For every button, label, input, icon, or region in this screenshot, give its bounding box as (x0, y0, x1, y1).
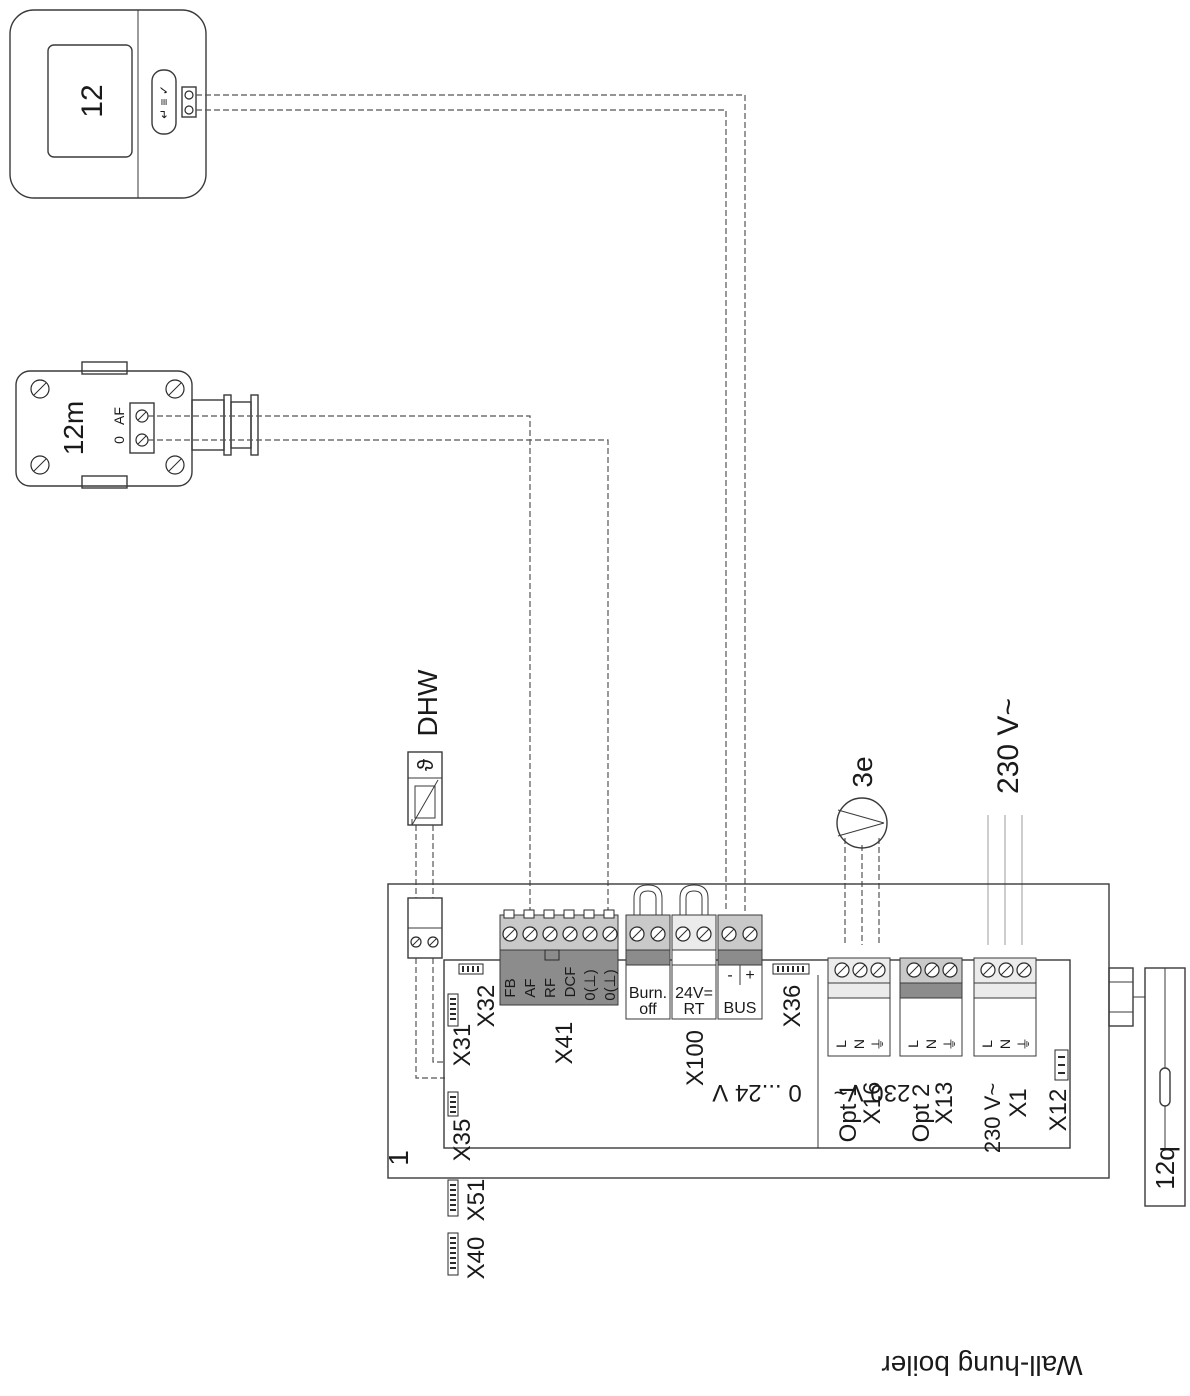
x13-label: X13 (931, 1082, 958, 1125)
outdoor-sensor-terminal-block (129, 402, 155, 454)
burner-off-line1: Burn. (629, 985, 667, 1002)
x13-pin-n: N (923, 1039, 939, 1049)
x32-label: X32 (473, 985, 500, 1028)
x31-label: X31 (449, 1024, 476, 1067)
x16-opt: Opt 1 (835, 1084, 862, 1143)
x51-label: X51 (463, 1179, 490, 1222)
x40-label: X40 (463, 1237, 490, 1280)
dhw-sensor: ϑ DHW (407, 669, 443, 959)
x1-opt: 230 V~ (980, 1083, 1005, 1153)
x35-label: X35 (449, 1119, 476, 1162)
x1-pin-l: L (979, 1040, 995, 1048)
connector-x13: L N ⏚ Opt 2 X13 (899, 957, 963, 1143)
controller-rotary-knob (151, 69, 177, 135)
connector-x100: Burn. off 24V= RT - + BUS X100 (625, 914, 763, 1086)
rt-line2: RT (683, 1001, 704, 1018)
pin-headers: X32 X31 X35 X51 X40 X36 X12 (447, 963, 1072, 1280)
pump-icon (836, 797, 888, 849)
boiler-number: 1 (383, 1150, 414, 1166)
fuse-label: 12q (1150, 1146, 1180, 1189)
x36-label: X36 (779, 985, 806, 1028)
x16-pin-l: L (833, 1040, 849, 1048)
mounting-screw-icon (30, 379, 185, 475)
x100-label: X100 (682, 1030, 709, 1086)
x16-pin-n: N (851, 1039, 867, 1049)
x16-pin-earth-icon: ⏚ (870, 1037, 886, 1051)
outdoor-sensor-12m: 12m AF 0 (15, 361, 259, 489)
outdoor-sensor-label: 12m (58, 401, 89, 455)
boiler-housing: 1 0 ...24 V 230 V~ Wall-hung boiler (383, 883, 1110, 1381)
terminal-screw-icon (502, 926, 618, 942)
x41-pin-0-b: 0(⊥) (602, 969, 619, 1000)
connector-x16: L N ⏚ Opt 1 X16 (827, 957, 891, 1143)
outdoor-sensor-terminal-af: AF (111, 407, 127, 425)
low-voltage-area-label: 0 ...24 V (712, 1079, 801, 1106)
rt-line1: 24V= (675, 985, 713, 1002)
thermistor-icon (414, 785, 436, 819)
x1-pin-n: N (997, 1039, 1013, 1049)
burner-off-line2: off (639, 1001, 657, 1018)
x13-pin-earth-icon: ⏚ (942, 1037, 958, 1051)
connector-x1: L N ⏚ 230 V~ X1 (973, 957, 1037, 1153)
mains-label: 230 V~ (992, 698, 1025, 794)
x13-pin-l: L (905, 1040, 921, 1048)
x1-label: X1 (1005, 1088, 1032, 1117)
boiler-caption: Wall-hung boiler (881, 1350, 1082, 1381)
controller-terminal-1 (184, 90, 194, 100)
controller-label: 12 (76, 84, 109, 117)
dhw-temperature-symbol: ϑ (413, 759, 438, 771)
dashed-wiring (148, 94, 880, 1079)
pump-label: 3e (847, 756, 878, 787)
x12-label: X12 (1045, 1089, 1072, 1132)
bus-minus: - (727, 967, 732, 984)
connector-x41: FB AF RF DCF 0(⊥) 0(⊥) X41 (499, 909, 619, 1065)
x1-pin-earth-icon: ⏚ (1016, 1037, 1032, 1051)
pump-3e: 3e (836, 756, 888, 849)
x41-pin-rf: RF (542, 978, 559, 998)
mains-wires (987, 815, 1023, 945)
fuse-icon (1159, 1067, 1171, 1107)
fuse-12q: 12q (1108, 967, 1186, 1207)
bus-plus: + (745, 967, 754, 984)
x41-pin-fb: FB (502, 978, 519, 997)
controller-display (47, 44, 133, 158)
controller-terminal-2 (184, 105, 194, 115)
controller-12: 12 ↵ ≡ ✓ (9, 9, 207, 199)
high-voltage-area-label: 230 V~ (834, 1079, 911, 1106)
controller-terminal-block (181, 86, 197, 118)
bus-label: BUS (724, 1000, 757, 1017)
x41-pin-dcf: DCF (562, 967, 579, 998)
x41-pin-0-a: 0(⊥) (582, 969, 599, 1000)
controller-knob-icon: ↵ ≡ ✓ (157, 85, 171, 119)
x16-label: X16 (859, 1082, 886, 1125)
dhw-label: DHW (412, 669, 443, 736)
x41-label: X41 (551, 1022, 578, 1065)
x13-opt: Opt 2 (908, 1084, 935, 1143)
x41-pin-af: AF (522, 978, 539, 997)
outdoor-sensor-terminal-0: 0 (111, 436, 127, 444)
